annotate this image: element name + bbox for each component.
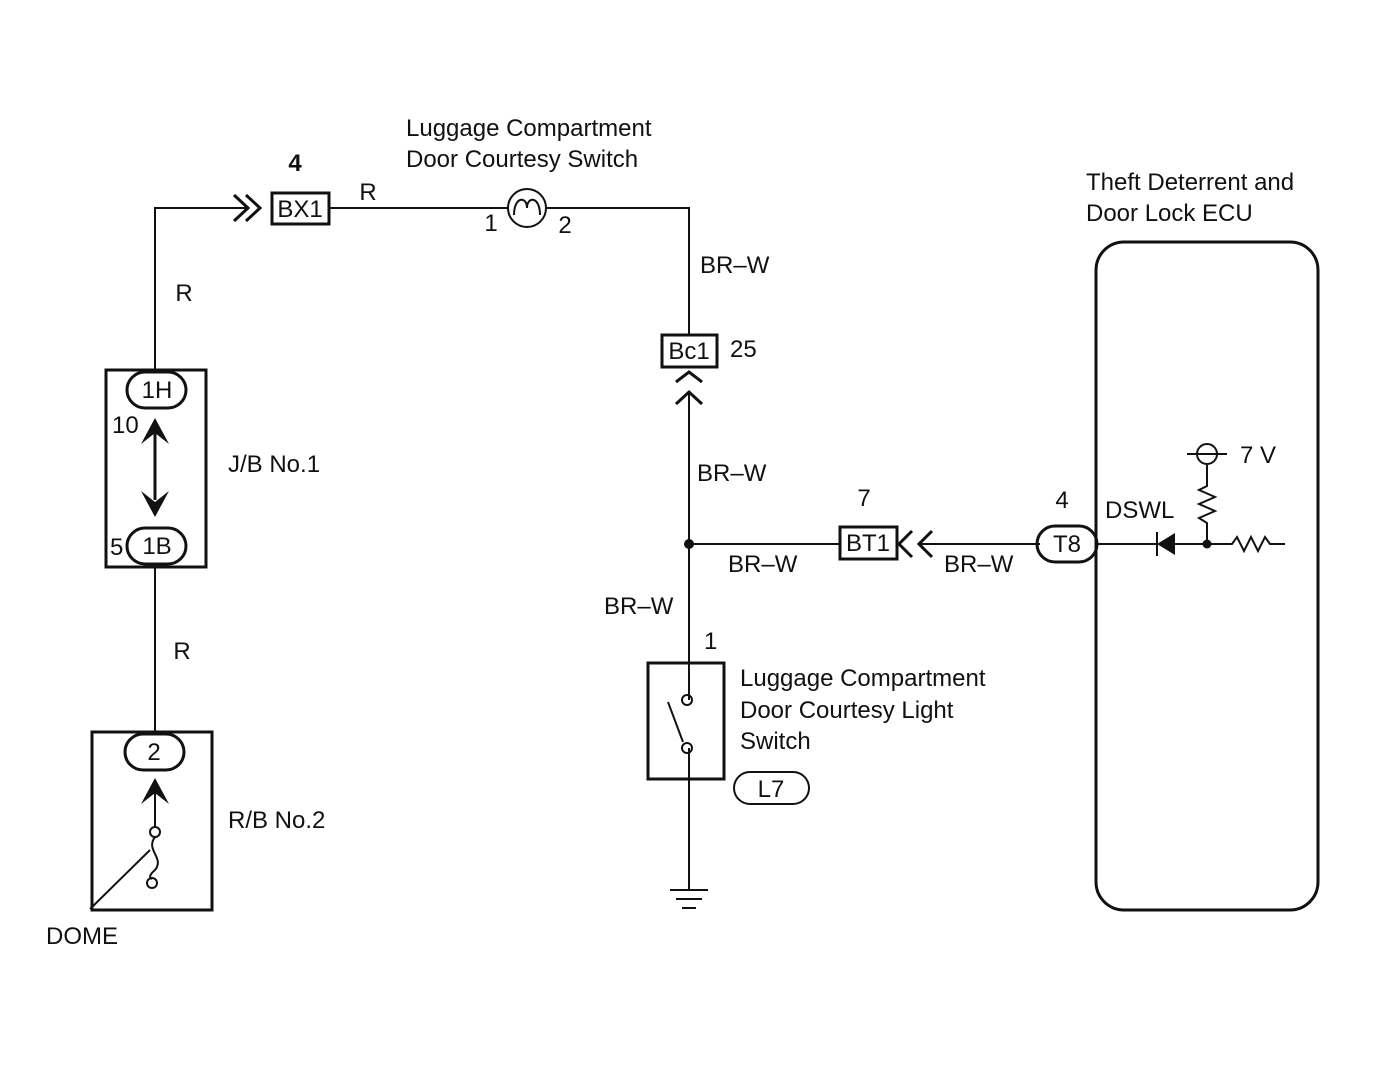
bt1-chevron-icon (896, 529, 934, 559)
wire-brw-top (546, 207, 690, 335)
relay-block-2: 2 R/B No.2 DOME (46, 730, 325, 950)
diode-icon (1157, 533, 1175, 555)
luggage-switch-title-2: Door Courtesy Switch (406, 146, 638, 173)
wire-label-brw-branch: BR–W (728, 551, 798, 578)
connector-bx1: BX1 4 (232, 150, 331, 226)
rb-arrow-up-icon (141, 778, 169, 804)
light-switch-pin: 1 (704, 628, 717, 655)
bx1-chevron-icon (232, 193, 263, 223)
luggage-switch-pin-1: 1 (484, 210, 497, 237)
ecu-title-2: Door Lock ECU (1086, 200, 1253, 227)
t8-label: T8 (1053, 531, 1081, 558)
pullup-resistor-icon (1196, 465, 1218, 544)
wire-label-r-left-upper: R (175, 280, 192, 307)
ecu-theft-deterrent: Theft Deterrent and Door Lock ECU DSWL 7… (1086, 169, 1320, 912)
fuse-pointer-line (89, 849, 151, 910)
ecu-terminal-label: DSWL (1105, 497, 1174, 524)
series-resistor-icon (1207, 534, 1285, 554)
fuse-terminal-top (149, 826, 161, 838)
t8-pin: 4 (1055, 487, 1068, 514)
luggage-light-switch: 1 Luggage Compartment Door Courtesy Ligh… (646, 628, 986, 805)
jb-top-connector: 1H (142, 377, 173, 404)
ground-icon (670, 889, 708, 909)
wire-label-brw-t8: BR–W (944, 551, 1014, 578)
ecu-title-1: Theft Deterrent and (1086, 169, 1294, 196)
jb-top-pin: 10 (112, 412, 139, 439)
switch-contact-icon (667, 701, 684, 743)
junction-dot (684, 539, 694, 549)
bc1-label: Bc1 (668, 338, 709, 365)
jb-bottom-connector: 1B (142, 533, 171, 560)
luggage-switch-pin-2: 2 (558, 212, 571, 239)
ecu-voltage-label: 7 V (1240, 442, 1276, 469)
wire-label-brw-mid: BR–W (697, 460, 767, 487)
wire-label-r-left-lower: R (173, 638, 190, 665)
luggage-door-courtesy-switch: 1 2 Luggage Compartment Door Courtesy Sw… (406, 115, 652, 239)
connector-bt1: BT1 7 (838, 485, 934, 561)
fuse-icon (149, 836, 159, 880)
bc1-chevron-icon (674, 370, 704, 406)
connector-t8: T8 4 (1035, 487, 1099, 564)
bx1-label: BX1 (277, 196, 322, 223)
wire-r-left-upper (154, 207, 248, 370)
bt1-label: BT1 (846, 530, 890, 557)
rb-connector: 2 (147, 739, 160, 766)
jb-arrow-down-icon (141, 491, 169, 517)
light-switch-title-1: Luggage Compartment (740, 665, 986, 692)
rb-name: R/B No.2 (228, 807, 325, 834)
bc1-pin: 25 (730, 336, 757, 363)
luggage-switch-title-1: Luggage Compartment (406, 115, 652, 142)
coil-icon (513, 198, 541, 216)
wire-label-brw-lower: BR–W (604, 593, 674, 620)
wire-label-r-bx1: R (359, 179, 376, 206)
light-switch-title-2: Door Courtesy Light (740, 697, 954, 724)
jb-name: J/B No.1 (228, 451, 320, 478)
light-switch-connector: L7 (758, 776, 785, 803)
jb-bottom-pin: 5 (110, 534, 123, 561)
junction-block-1: 1H 10 1B 5 J/B No.1 (104, 368, 320, 569)
wire-label-brw-top: BR–W (700, 252, 770, 279)
connector-bc1: Bc1 25 (660, 333, 757, 406)
bx1-pin: 4 (288, 150, 302, 177)
wires (154, 207, 1157, 890)
fuse-terminal-bottom (146, 877, 158, 889)
bt1-pin: 7 (857, 485, 870, 512)
light-switch-title-3: Switch (740, 728, 811, 755)
rb-fuse-label: DOME (46, 923, 118, 950)
